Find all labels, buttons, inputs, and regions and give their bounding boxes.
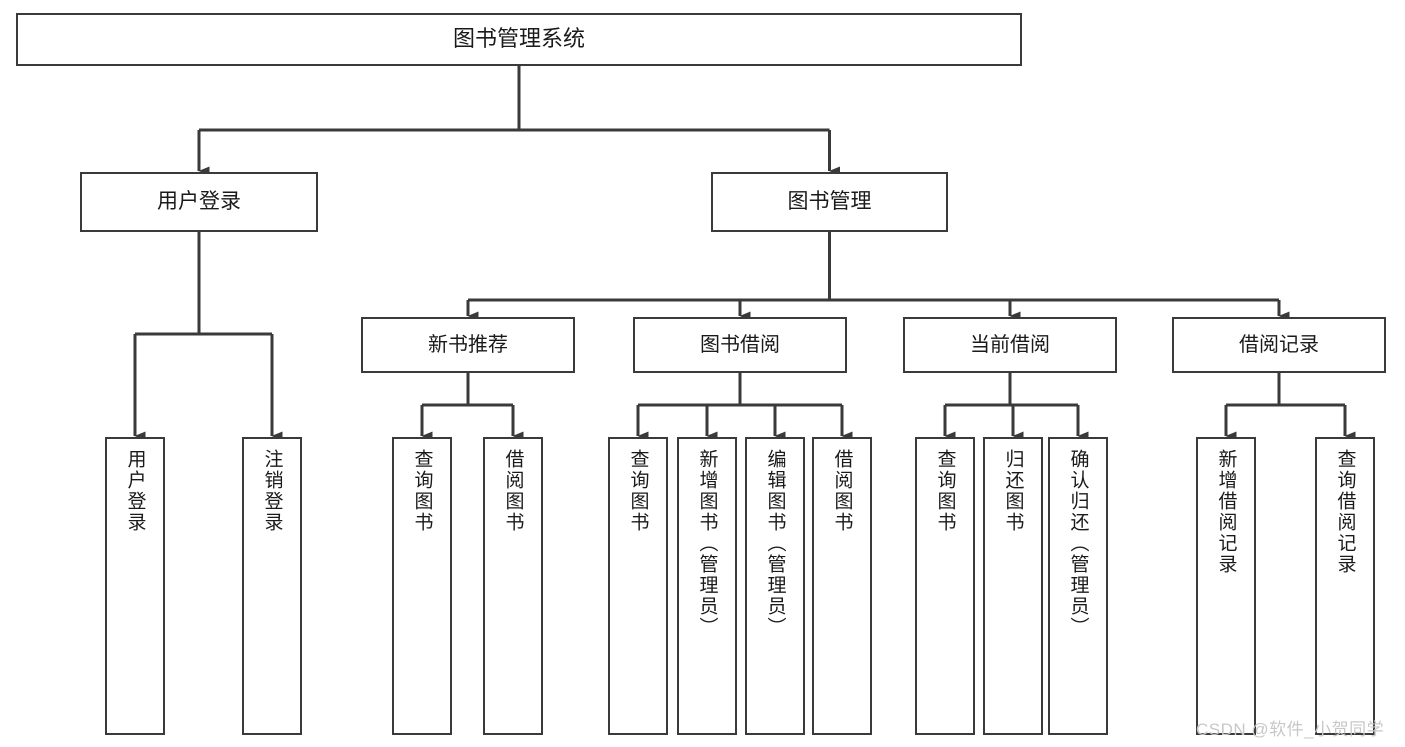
node-label: 新书推荐 [428,333,508,356]
node-label: 图书借阅 [700,333,780,356]
node-l_q3[interactable]: 查询图书 [915,437,975,735]
node-label: 当前借阅 [970,333,1050,356]
node-label: 借阅图书 [831,449,853,533]
node-label: 查询借阅记录 [1334,449,1356,575]
node-l_b2[interactable]: 借阅图书 [812,437,872,735]
node-label: 用户登录 [124,449,146,533]
node-user_login[interactable]: 用户登录 [80,172,318,232]
node-label: 确认归还（管理员） [1067,449,1089,638]
node-l_login[interactable]: 用户登录 [105,437,165,735]
node-label: 新增图书（管理员） [696,449,718,638]
node-label: 借阅图书 [502,449,524,533]
node-l_q1[interactable]: 查询图书 [392,437,452,735]
node-records[interactable]: 借阅记录 [1172,317,1386,373]
node-l_conf[interactable]: 确认归还（管理员） [1048,437,1108,735]
node-label: 图书管理 [787,190,872,214]
node-label: 注销登录 [261,449,283,533]
node-book_mgmt[interactable]: 图书管理 [711,172,948,232]
node-l_add[interactable]: 新增图书（管理员） [677,437,737,735]
node-l_qrec[interactable]: 查询借阅记录 [1315,437,1375,735]
node-label: 归还图书 [1002,449,1024,533]
node-label: 查询图书 [627,449,649,533]
csdn-watermark: CSDN @软件_小贺同学 [1196,720,1385,739]
node-borrow[interactable]: 图书借阅 [633,317,847,373]
node-label: 新增借阅记录 [1215,449,1237,575]
node-new_rec[interactable]: 新书推荐 [361,317,575,373]
node-label: 编辑图书（管理员） [764,449,786,638]
node-current[interactable]: 当前借阅 [903,317,1117,373]
node-l_ret[interactable]: 归还图书 [983,437,1043,735]
node-label: 借阅记录 [1239,333,1319,356]
node-root[interactable]: 图书管理系统 [16,13,1022,66]
node-label: 用户登录 [157,190,241,214]
node-label: 查询图书 [934,449,956,533]
node-l_b1[interactable]: 借阅图书 [483,437,543,735]
node-l_logout[interactable]: 注销登录 [242,437,302,735]
node-label: 查询图书 [411,449,433,533]
node-l_q2[interactable]: 查询图书 [608,437,668,735]
node-l_addrec[interactable]: 新增借阅记录 [1196,437,1256,735]
node-label: 图书管理系统 [452,26,585,52]
node-l_edit[interactable]: 编辑图书（管理员） [745,437,805,735]
